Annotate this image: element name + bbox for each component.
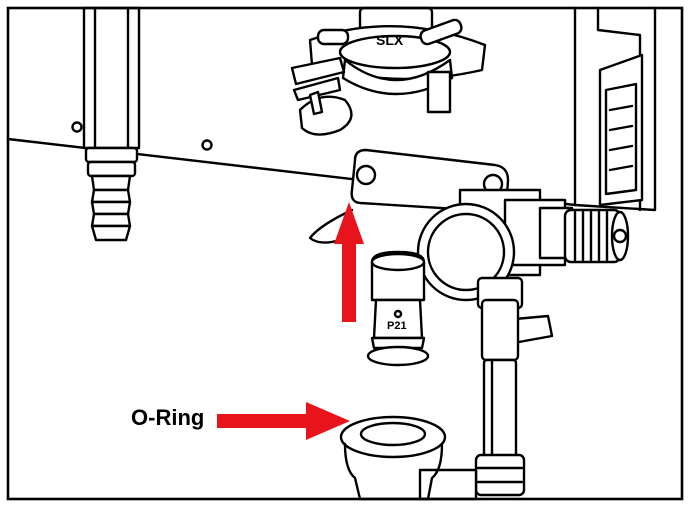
drain-tube (82, 6, 141, 242)
o-ring-label: O-Ring (131, 405, 205, 430)
arrow-right-icon (217, 402, 350, 440)
valve-body (416, 188, 630, 362)
arrow-up-icon (334, 202, 364, 322)
part-marking-text: P21 (387, 320, 407, 332)
p21-fitting (366, 250, 430, 367)
valve-head (290, 6, 487, 136)
o-ring-fitting (339, 415, 447, 501)
diagram-border (6, 6, 684, 501)
valve-logo-text: SLX (376, 32, 404, 48)
